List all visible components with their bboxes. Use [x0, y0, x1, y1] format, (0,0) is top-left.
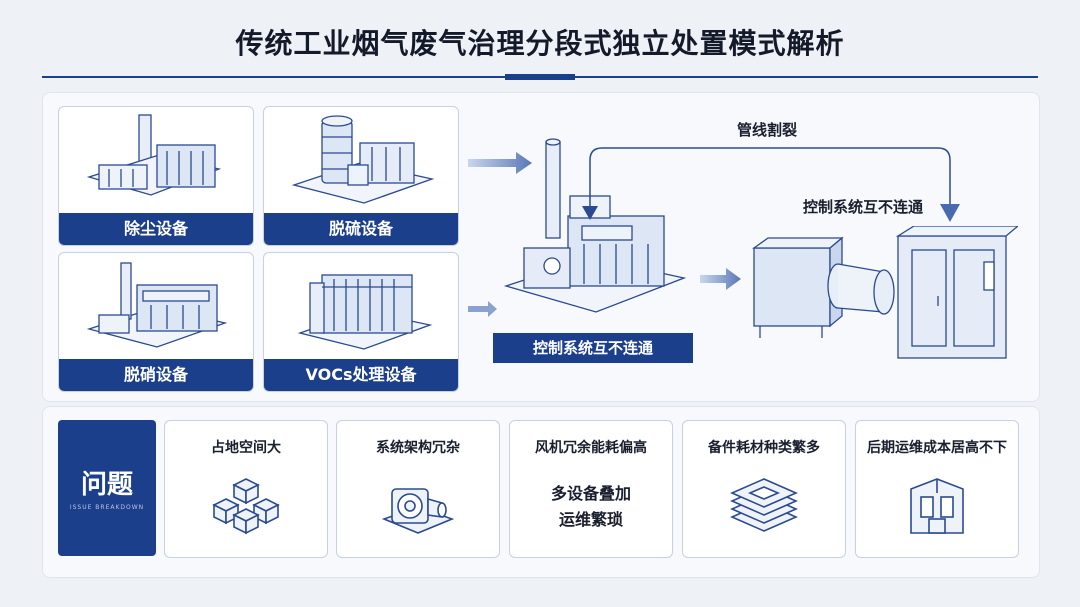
- problem-card-maintenance: 后期运维成本居高不下: [855, 420, 1019, 558]
- arrow-right-icon: [468, 301, 497, 317]
- problem-body-line: 多设备叠加: [550, 484, 631, 503]
- equipment-label-desulfurization: 脱硫设备: [264, 213, 458, 245]
- equipment-card-vocs: VOCs处理设备: [263, 252, 459, 392]
- fan-unit-icon: [381, 488, 455, 534]
- equipment-card-desulfurization: 脱硫设备: [263, 106, 459, 246]
- equipment-label-denitrification: 脱硝设备: [59, 359, 253, 391]
- problem-title: 占地空间大: [211, 440, 281, 456]
- arrow-right-icon: [468, 152, 532, 174]
- pipeline-label: 管线割裂: [737, 121, 798, 139]
- control-label-top: 控制系统互不连通: [803, 198, 924, 216]
- equipment-label-vocs: VOCs处理设备: [264, 359, 458, 391]
- pipeline-bracket-arrow: [582, 147, 960, 222]
- denitrification-plant-icon: [86, 262, 228, 348]
- fan-duct-cabinet-icon: [751, 226, 1018, 359]
- problem-card-fan-energy: 风机冗余能耗偏高 多设备叠加 运维繁琐: [509, 420, 673, 558]
- problem-title: 风机冗余能耗偏高: [535, 440, 647, 456]
- problem-title: 备件耗材种类繁多: [708, 440, 820, 456]
- vocs-treatment-plant-icon: [297, 274, 433, 350]
- title-underline-accent: [505, 74, 575, 80]
- page-title: 传统工业烟气废气治理分段式独立处置模式解析: [235, 27, 845, 60]
- equipment-card-denitrification: 脱硝设备: [58, 252, 254, 392]
- equipment-label-dust: 除尘设备: [59, 213, 253, 245]
- problems-heading-box: 问题 ISSUE BREAKDOWN: [58, 420, 156, 556]
- stacked-layers-icon: [730, 478, 798, 532]
- problem-body: 多设备叠加 运维繁琐: [510, 481, 672, 533]
- problems-title: 问题: [80, 470, 133, 500]
- problem-body-line: 运维繁琐: [558, 510, 623, 529]
- cubes-icon: [212, 478, 280, 535]
- control-label-box: 控制系统互不连通: [493, 333, 693, 363]
- arrow-right-icon: [700, 268, 741, 290]
- dust-removal-plant-icon: [86, 114, 222, 196]
- problem-title: 系统架构冗杂: [376, 440, 460, 456]
- problem-title: 后期运维成本居高不下: [867, 440, 1007, 456]
- problem-card-spare-parts: 备件耗材种类繁多: [682, 420, 846, 558]
- problem-card-architecture: 系统架构冗杂: [336, 420, 500, 558]
- building-icon: [910, 478, 964, 534]
- problem-card-space: 占地空间大: [164, 420, 328, 558]
- problems-subtitle: ISSUE BREAKDOWN: [69, 504, 145, 511]
- combined-plant-icon: [503, 138, 687, 313]
- desulfurization-plant-icon: [291, 115, 435, 204]
- equipment-card-dust: 除尘设备: [58, 106, 254, 246]
